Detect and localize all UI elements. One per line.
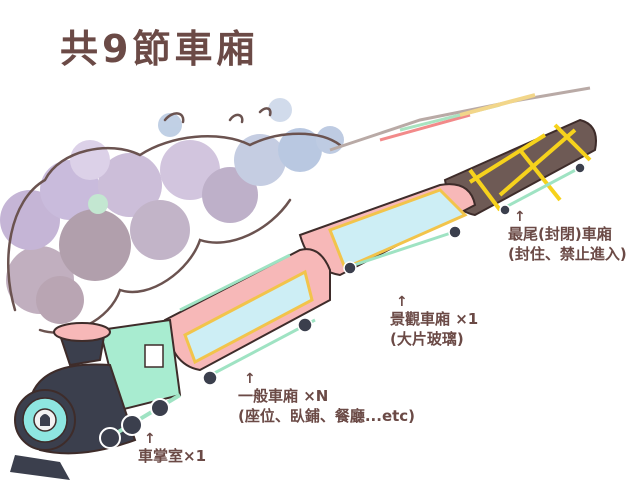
label-regular-car-title: 一般車廂 ×N bbox=[238, 387, 329, 405]
label-regular-car: ↑ 一般車廂 ×N (座位、臥鋪、餐廳...etc) bbox=[238, 372, 415, 426]
label-last-car-note: (封住、禁止進入) bbox=[508, 245, 627, 263]
label-observation-car-note: (大片玻璃) bbox=[390, 330, 464, 348]
diagram-title: 共9節車廂 bbox=[60, 27, 259, 71]
label-observation-car: ↑ 景觀車廂 ×1 (大片玻璃) bbox=[390, 295, 478, 349]
regular-car bbox=[163, 248, 331, 386]
arrow-up-icon: ↑ bbox=[396, 294, 408, 310]
label-regular-car-note: (座位、臥鋪、餐廳...etc) bbox=[238, 407, 416, 425]
arrow-up-icon: ↑ bbox=[244, 371, 256, 387]
locomotive bbox=[10, 318, 182, 480]
label-observation-car-title: 景觀車廂 ×1 bbox=[390, 310, 479, 328]
label-last-car: ↑ 最尾(封閉)車廂 (封住、禁止進入) bbox=[508, 210, 627, 264]
arrow-up-icon: ↑ bbox=[144, 431, 156, 447]
observation-car bbox=[298, 183, 477, 277]
label-cab-title: 車掌室×1 bbox=[138, 447, 207, 465]
smoke-icon bbox=[0, 98, 344, 324]
label-last-car-title: 最尾(封閉)車廂 bbox=[508, 225, 612, 243]
last-car bbox=[443, 118, 597, 217]
arrow-up-icon: ↑ bbox=[514, 209, 526, 225]
label-cab: ↑ 車掌室×1 bbox=[138, 432, 206, 466]
